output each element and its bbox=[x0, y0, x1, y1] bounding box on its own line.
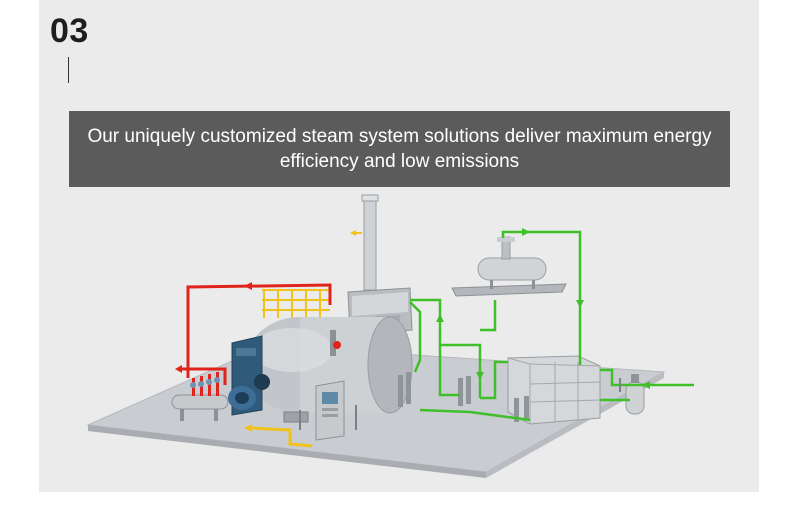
deaerator-tank bbox=[452, 237, 566, 296]
water-tank bbox=[508, 356, 600, 424]
control-cabinet bbox=[316, 381, 344, 440]
safety-railing bbox=[262, 290, 330, 318]
chimney bbox=[350, 195, 378, 290]
